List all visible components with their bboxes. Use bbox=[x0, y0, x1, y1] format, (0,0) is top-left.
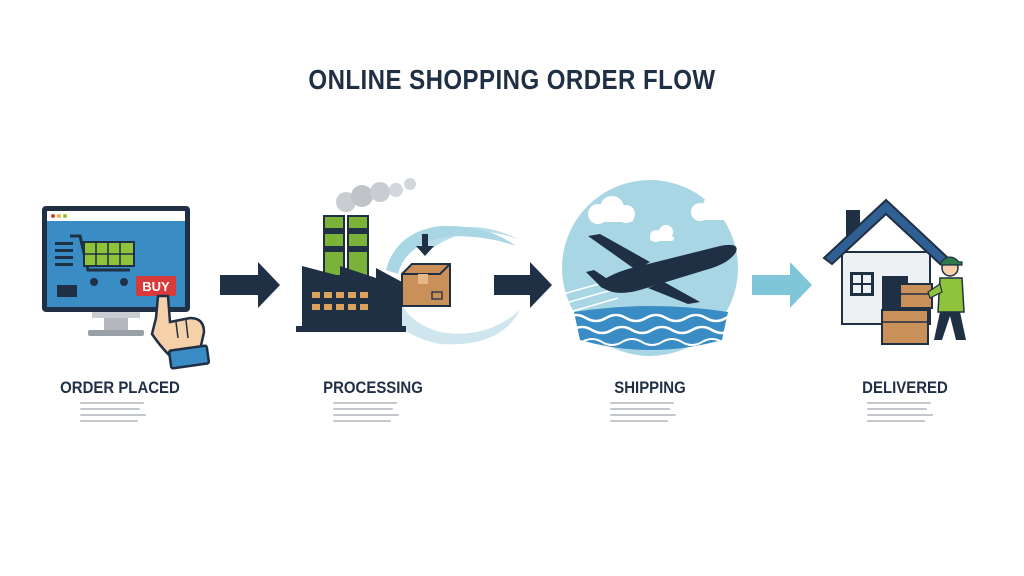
step-label-delivered: DELIVERED bbox=[862, 378, 948, 397]
pointing-hand-icon bbox=[150, 294, 211, 370]
caption-shipping bbox=[610, 402, 690, 426]
buy-button bbox=[136, 276, 176, 296]
courier-person-icon bbox=[927, 256, 966, 340]
flow-arrow-1 bbox=[220, 262, 280, 308]
down-arrow-icon bbox=[416, 234, 434, 256]
page-title: ONLINE SHOPPING ORDER FLOW bbox=[308, 64, 716, 95]
step-label-order-placed: ORDER PLACED bbox=[60, 378, 180, 397]
house-courier-icon bbox=[822, 198, 966, 345]
step-label-processing: PROCESSING bbox=[323, 378, 423, 397]
shopping-cart-icon bbox=[70, 234, 135, 286]
airplane-ocean-icon bbox=[555, 180, 747, 356]
caption-processing bbox=[333, 402, 413, 426]
flow-arrow-3 bbox=[752, 262, 812, 308]
buy-button-label: BUY bbox=[142, 279, 170, 294]
flow-arrow-2 bbox=[494, 262, 552, 308]
package-box-icon bbox=[401, 263, 451, 307]
caption-delivered bbox=[867, 402, 947, 426]
computer-cart-icon: BUY bbox=[42, 206, 211, 370]
caption-order-placed bbox=[80, 402, 160, 426]
factory-package-icon bbox=[296, 178, 520, 345]
step-label-shipping: SHIPPING bbox=[614, 378, 686, 397]
airplane-icon bbox=[586, 234, 737, 304]
delivered-boxes-icon bbox=[881, 283, 933, 345]
